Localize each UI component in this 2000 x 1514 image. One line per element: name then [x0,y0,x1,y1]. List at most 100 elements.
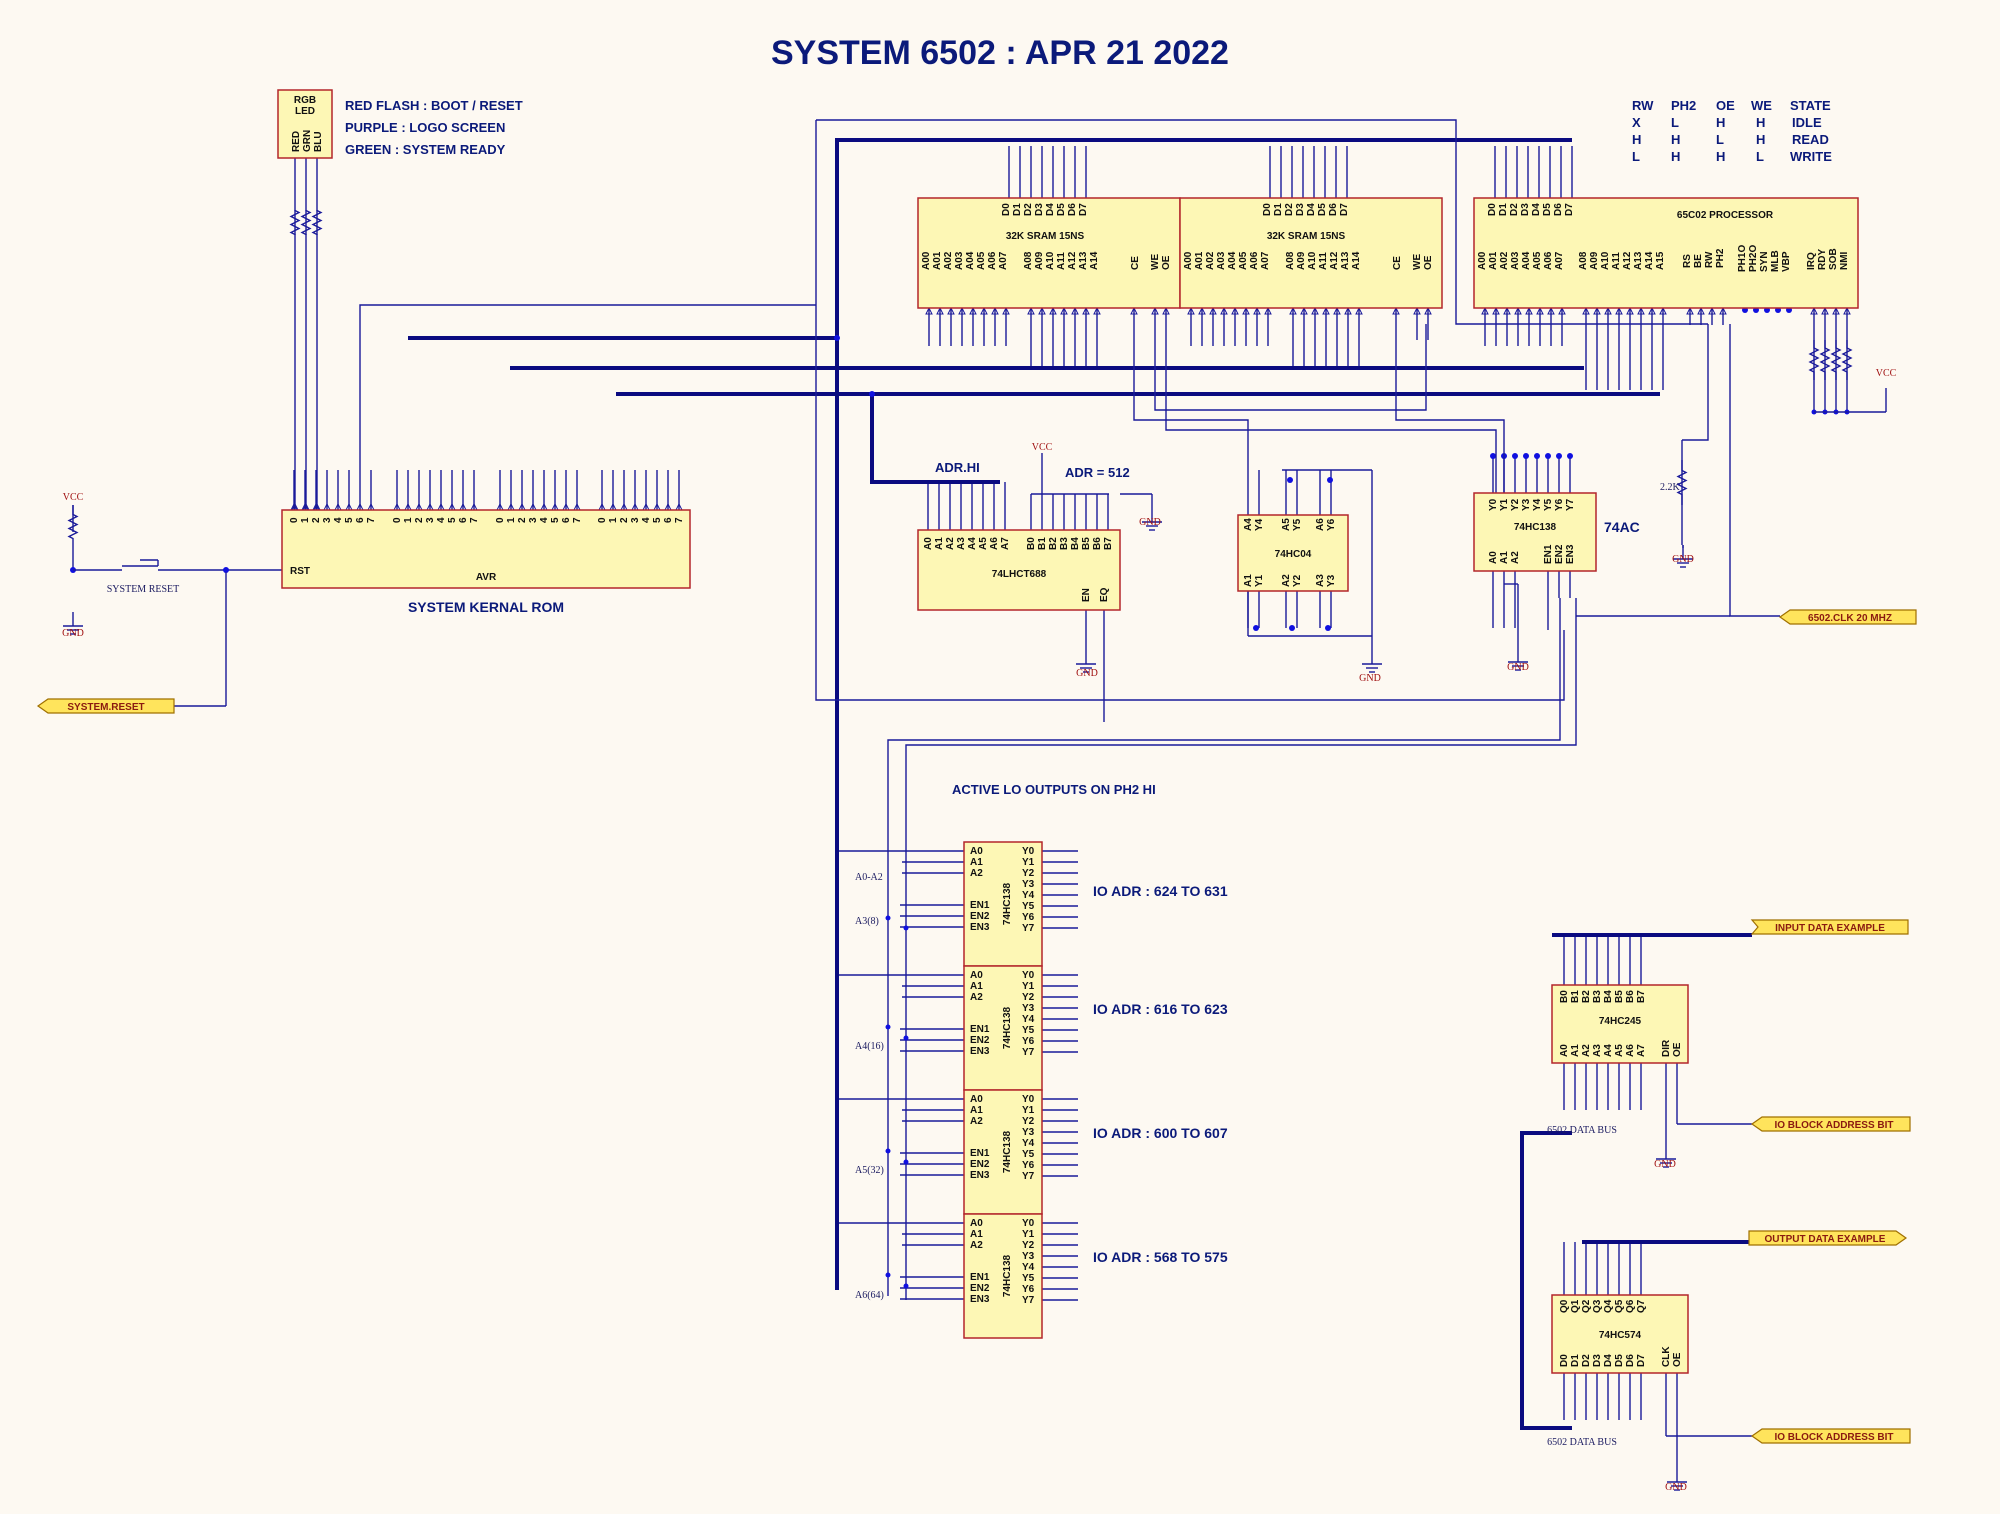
pin-label: A10 [1307,251,1318,270]
pin-arrow [1424,306,1432,315]
vcc-comp: VCC [1032,442,1053,453]
pin-label: A1 [970,981,983,992]
page-title: SYSTEM 6502 : APR 21 2022 [771,34,1229,72]
pin-label: A08 [1023,251,1034,270]
pin-arrow [1525,306,1533,315]
wire [1133,340,1249,470]
pin-label: 2 [311,517,322,523]
pin-label: Y7 [1022,1295,1035,1306]
pin-label: A3 [1592,1044,1603,1057]
junction-dot [1556,453,1562,459]
io-range-4: IO ADR : 568 TO 575 [1093,1249,1228,1265]
pin-label: OE [1423,255,1434,270]
io-note-a0a2: A0-A2 [855,872,883,883]
svg-text:READ: READ [1792,132,1829,147]
io-note-a5: A5(32) [855,1165,884,1176]
pin-label: Y4 [1022,1014,1035,1025]
pin-label: Y1 [1022,1229,1035,1240]
pin-arrow [1027,306,1035,315]
pin-arrow [1719,306,1727,315]
pin-label: CE [1130,256,1141,270]
wire [1395,340,1505,493]
port-input-example: INPUT DATA EXAMPLE [1750,919,1909,935]
svg-text:SYSTEM.RESET: SYSTEM.RESET [67,702,144,713]
pin-label: Q0 [1559,1299,1570,1313]
pin-label: Y6 [1022,1284,1035,1295]
pin-label: Y1 [1499,498,1510,511]
pin-label: D4 [1603,1354,1614,1367]
pin-label: A01 [1194,251,1205,270]
pin-label: 3 [322,517,333,523]
pin-label: Y3 [1521,498,1532,511]
pin-label: RS [1682,254,1693,268]
pin-label: A10 [1600,251,1611,270]
pin-label: A09 [1589,251,1600,270]
data-bus-label-1: 6502 DATA BUS [1547,1125,1617,1136]
pin-label: Q7 [1636,1299,1647,1313]
wire [1808,340,1820,380]
pin-label: Y3 [1022,1003,1035,1014]
pin-label: A02 [1205,251,1216,270]
pin-label: D5 [1614,1354,1625,1367]
pin-arrow [1514,306,1522,315]
pin-arrow [1604,306,1612,315]
junction-dot [885,1148,891,1154]
pin-label: A07 [1260,251,1271,270]
wire [289,209,301,236]
junction-dot [1325,625,1331,631]
svg-text:WRITE: WRITE [1790,149,1832,164]
pin-label: 1 [300,517,311,523]
pin-arrow [1536,306,1544,315]
pin-label: Y6 [1022,1036,1035,1047]
pin-label: B0 [1026,537,1037,550]
wire [67,505,79,548]
pin-label: B6 [1092,537,1103,550]
pin-label: 1 [506,517,517,523]
pin-label: A2 [945,537,956,550]
pin-arrow [1231,306,1239,315]
pin-label: Y3 [1022,1251,1035,1262]
pin-arrow [1264,306,1272,315]
pin-label: RDY [1817,249,1828,270]
junction-dot [1545,453,1551,459]
pin-label: Q6 [1625,1299,1636,1313]
wire [1841,340,1853,380]
wire [1830,340,1842,380]
pin-arrow [1392,306,1400,315]
wire [1729,324,1780,617]
pin-arrow [1253,306,1261,315]
pin-label: 0 [392,517,403,523]
svg-text:H: H [1756,132,1765,147]
pin-label: Y6 [1554,498,1565,511]
pin-label: D4 [1045,203,1056,216]
pin-label: Y0 [1488,498,1499,511]
svg-text:IDLE: IDLE [1792,115,1822,130]
pin-arrow [1130,306,1138,315]
pin-label: MLB [1770,250,1781,272]
pin-label: A5 [1281,518,1292,531]
junction-dot [1534,453,1540,459]
junction-dot [223,567,229,573]
pin-label: 4 [333,517,344,523]
pin-label: Y0 [1022,1094,1035,1105]
pin-label: A09 [1296,251,1307,270]
pin-label: A4 [1603,1044,1614,1057]
pin-label: A05 [976,251,987,270]
pin-label: Y4 [1022,1138,1035,1149]
io-decoder-name: 74HC138 [1002,1254,1013,1297]
sram-1-name: 32K SRAM 15NS [1006,231,1085,242]
pin-label: VBP [1781,251,1792,272]
pin-label: D1 [1273,203,1284,216]
pin-label: D0 [1001,203,1012,216]
pin-label: A11 [1318,252,1329,270]
pin-label: Y5 [1292,518,1303,531]
junction-dot [1523,453,1529,459]
pin-label: D5 [1542,203,1553,216]
pin-arrow [1492,306,1500,315]
pin-arrow [1582,306,1590,315]
pin-arrow [1615,306,1623,315]
pin-label: A2 [970,992,983,1003]
svg-text:H: H [1716,149,1725,164]
adr-512-label: ADR = 512 [1065,465,1130,480]
pin-label: D7 [1564,203,1575,216]
